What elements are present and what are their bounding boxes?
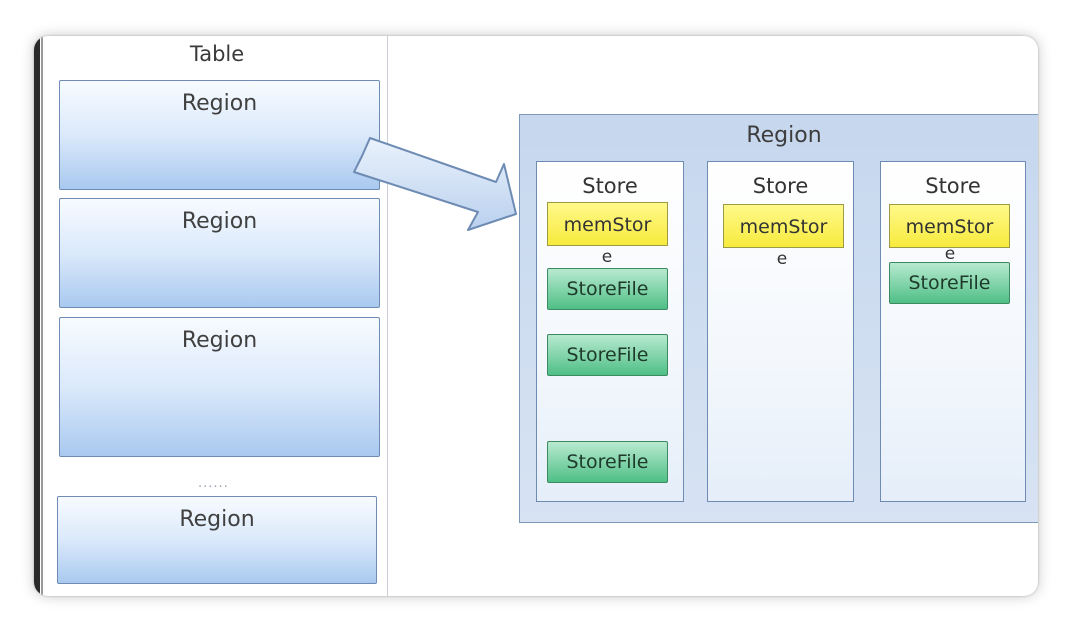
storefile-label: StoreFile — [908, 272, 991, 294]
memstore-box: memStor — [723, 204, 844, 248]
region-label: Region — [179, 507, 255, 532]
storefile-box: StoreFile — [547, 268, 668, 310]
memstore-label-tail: e — [601, 247, 613, 267]
memstore-label: memStor — [739, 216, 828, 238]
storefile-box: StoreFile — [889, 262, 1010, 304]
store-1: Store memStor e StoreFile StoreFile Stor… — [536, 161, 684, 502]
store-2: Store memStor e — [707, 161, 854, 502]
table-region-1: Region — [59, 80, 380, 190]
region-label: Region — [181, 91, 258, 116]
table-region-3: Region — [59, 317, 380, 457]
storefile-label: StoreFile — [566, 451, 649, 473]
store-label: Store — [752, 174, 809, 198]
left-edge-bar — [34, 36, 43, 596]
table-region-2: Region — [59, 198, 380, 308]
storefile-label: StoreFile — [566, 278, 649, 300]
memstore-box: memStor — [547, 202, 668, 246]
store-label: Store — [925, 174, 981, 198]
memstore-label-tail: e — [944, 244, 956, 264]
region-detail-title: Region — [746, 123, 822, 148]
panel-divider — [387, 36, 388, 596]
store-label: Store — [582, 174, 638, 198]
storefile-box: StoreFile — [547, 334, 668, 376]
memstore-label: memStor — [905, 216, 994, 238]
region-label: Region — [181, 328, 258, 353]
region-detail: Region Store memStor e StoreFile StoreFi… — [519, 114, 1038, 523]
memstore-box: memStor — [889, 204, 1010, 248]
memstore-label: memStor — [563, 214, 652, 236]
storefile-label: StoreFile — [566, 344, 649, 366]
ellipsis: ...... — [198, 476, 229, 491]
arrow-icon — [353, 137, 517, 231]
region-label: Region — [181, 209, 258, 234]
memstore-label-tail: e — [776, 249, 788, 269]
table-region-4: Region — [57, 496, 377, 584]
table-title: Table — [189, 42, 245, 66]
diagram-card: Table Region Region Region ...... Region… — [34, 36, 1038, 596]
store-3: Store memStor e StoreFile — [880, 161, 1026, 502]
storefile-box: StoreFile — [547, 441, 668, 483]
